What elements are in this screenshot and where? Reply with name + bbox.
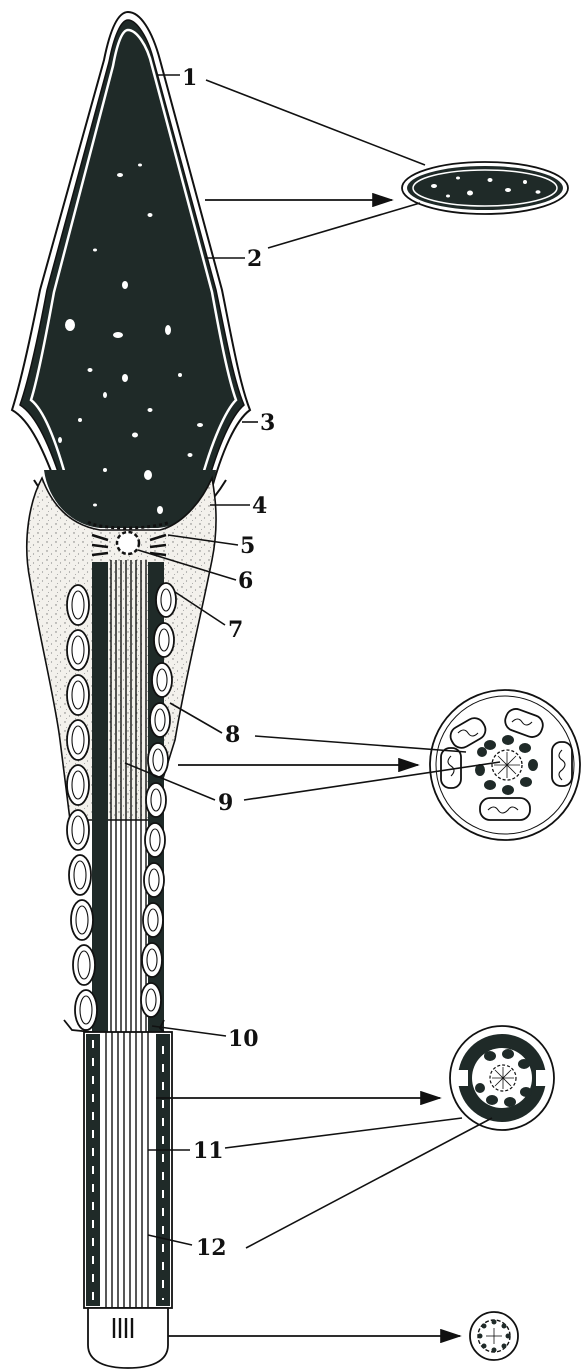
principal-piece: [84, 1032, 172, 1308]
sperm-head: [12, 12, 250, 528]
head-cross-section: [402, 162, 568, 214]
proximal-centriole: [117, 532, 139, 554]
label-7: 7: [228, 617, 243, 643]
label-2: 2: [247, 246, 262, 272]
label-9: 9: [218, 790, 233, 816]
label-1: 1: [182, 65, 197, 91]
end-piece-cross-section: [470, 1312, 518, 1360]
label-3: 3: [260, 410, 275, 436]
label-6: 6: [238, 568, 253, 594]
label-10: 10: [228, 1026, 259, 1052]
label-12: 12: [196, 1235, 227, 1261]
label-5: 5: [240, 533, 255, 559]
principal-piece-cross-section: [450, 1026, 554, 1130]
midpiece-cross-section: [430, 690, 580, 840]
label-8: 8: [225, 722, 240, 748]
label-11: 11: [193, 1138, 224, 1164]
label-4: 4: [252, 493, 267, 519]
end-piece: [88, 1308, 168, 1368]
